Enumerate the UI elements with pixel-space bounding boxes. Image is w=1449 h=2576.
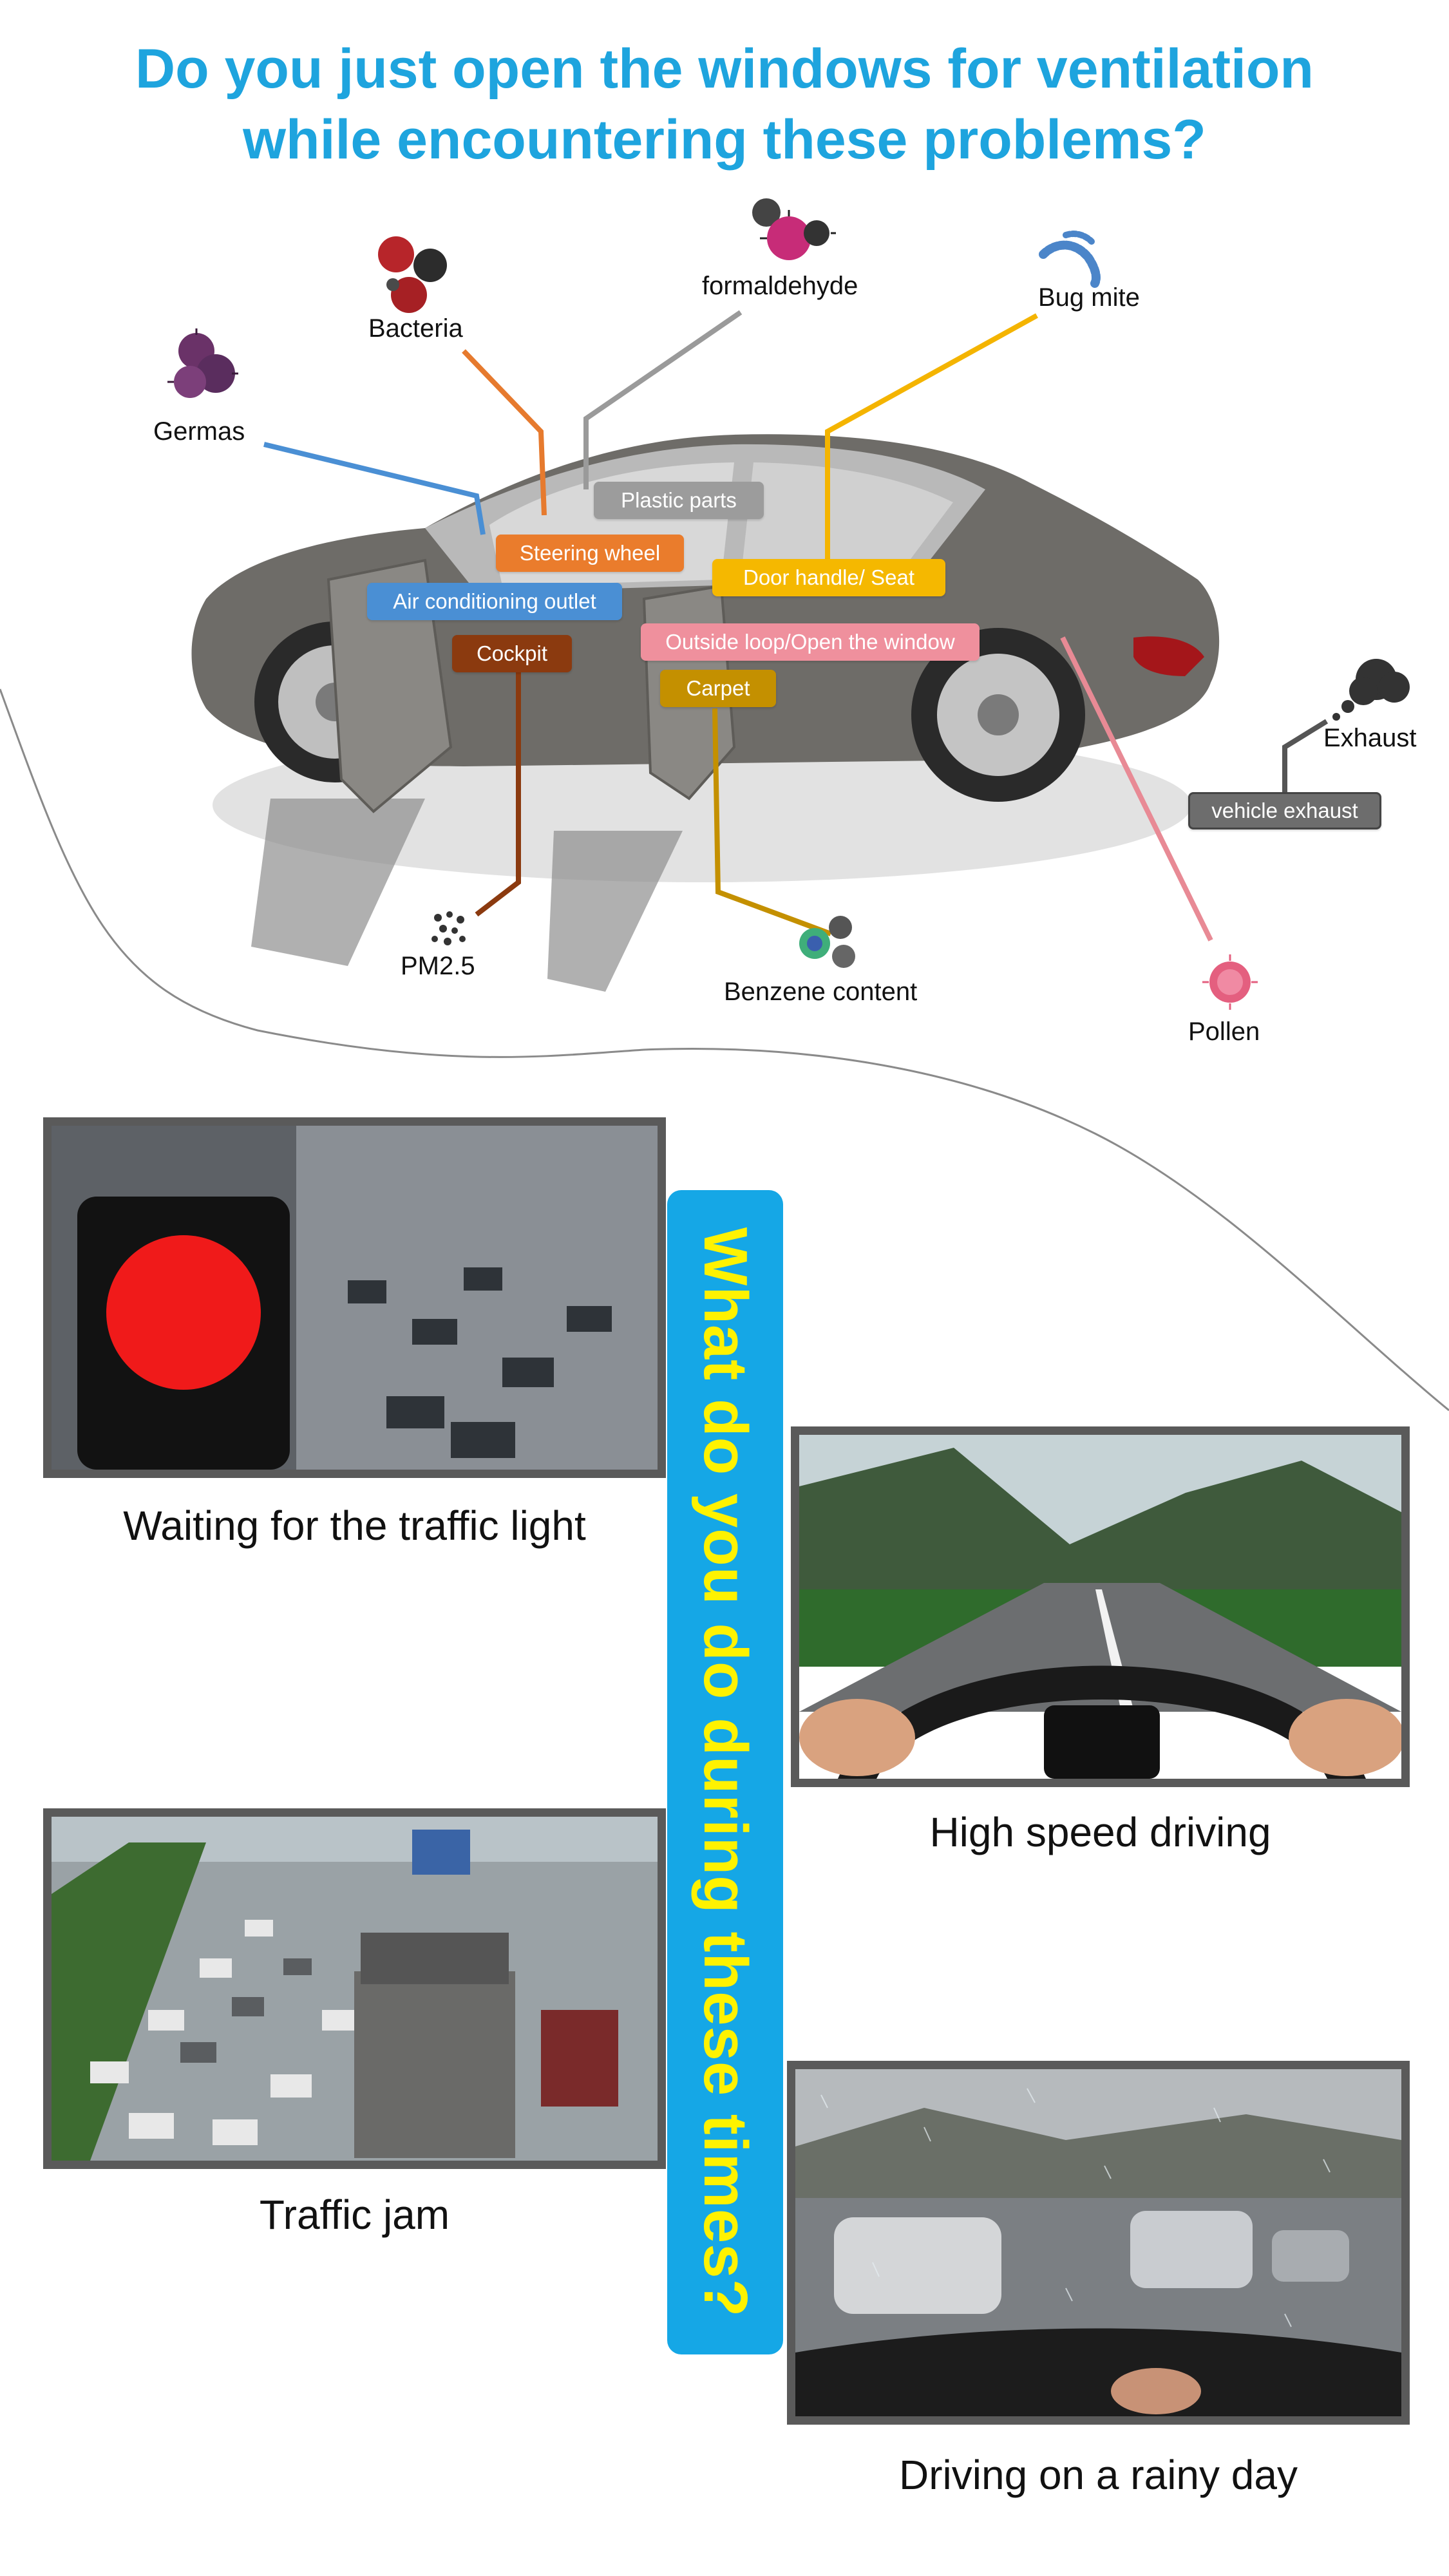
tag-vehicle-exhaust: vehicle exhaust [1188, 792, 1381, 829]
page-title-line-1: Do you just open the windows for ventila… [135, 38, 1314, 100]
pollen-icon [1202, 954, 1258, 1010]
photo-rainy-day [787, 2061, 1410, 2425]
tag-air-conditioning-outlet: Air conditioning outlet [367, 583, 622, 620]
label-bug-mite: Bug mite [1038, 283, 1140, 312]
vertical-banner [667, 1190, 783, 2354]
label-formaldehyde: formaldehyde [702, 272, 858, 300]
label-benzene: Benzene content [724, 978, 918, 1006]
tag-plastic-parts: Plastic parts [594, 482, 764, 519]
exhaust-smoke-icon [1332, 659, 1410, 721]
photo-high-speed [791, 1426, 1410, 1787]
label-pm25: PM2.5 [401, 952, 475, 980]
tag-outside-loop: Outside loop/Open the window [641, 623, 980, 661]
caption-high-speed: High speed driving [929, 1809, 1271, 1855]
connector-lines [263, 310, 1329, 942]
germs-icon [167, 328, 238, 398]
photo-traffic-light [43, 1117, 666, 1478]
label-pollen: Pollen [1188, 1018, 1260, 1046]
caption-traffic-light: Waiting for the traffic light [123, 1502, 586, 1549]
tag-cockpit: Cockpit [452, 635, 572, 672]
bug-mite-icon [1039, 231, 1101, 288]
tag-carpet: Carpet [660, 670, 776, 707]
label-exhaust: Exhaust [1323, 724, 1417, 752]
vertical-banner-text: What do you do during these times? [691, 1227, 760, 2318]
caption-traffic-jam: Traffic jam [259, 2192, 450, 2238]
label-bacteria: Bacteria [368, 314, 463, 343]
tag-door-handle-seat: Door handle/ Seat [712, 559, 945, 596]
car-illustration [191, 434, 1220, 992]
tag-steering-wheel: Steering wheel [496, 535, 684, 572]
page-title-line-2: while encountering these problems? [243, 109, 1206, 171]
formaldehyde-icon [752, 198, 836, 260]
label-germas: Germas [153, 417, 245, 446]
photo-traffic-jam [43, 1808, 666, 2169]
page-title: Do you just open the windows for ventila… [0, 33, 1449, 175]
pm25-particles-icon [431, 911, 466, 945]
wave-divider [0, 688, 1449, 1412]
benzene-molecule-icon [799, 916, 855, 968]
bacteria-icon [378, 236, 447, 313]
caption-rainy-day: Driving on a rainy day [899, 2452, 1298, 2498]
